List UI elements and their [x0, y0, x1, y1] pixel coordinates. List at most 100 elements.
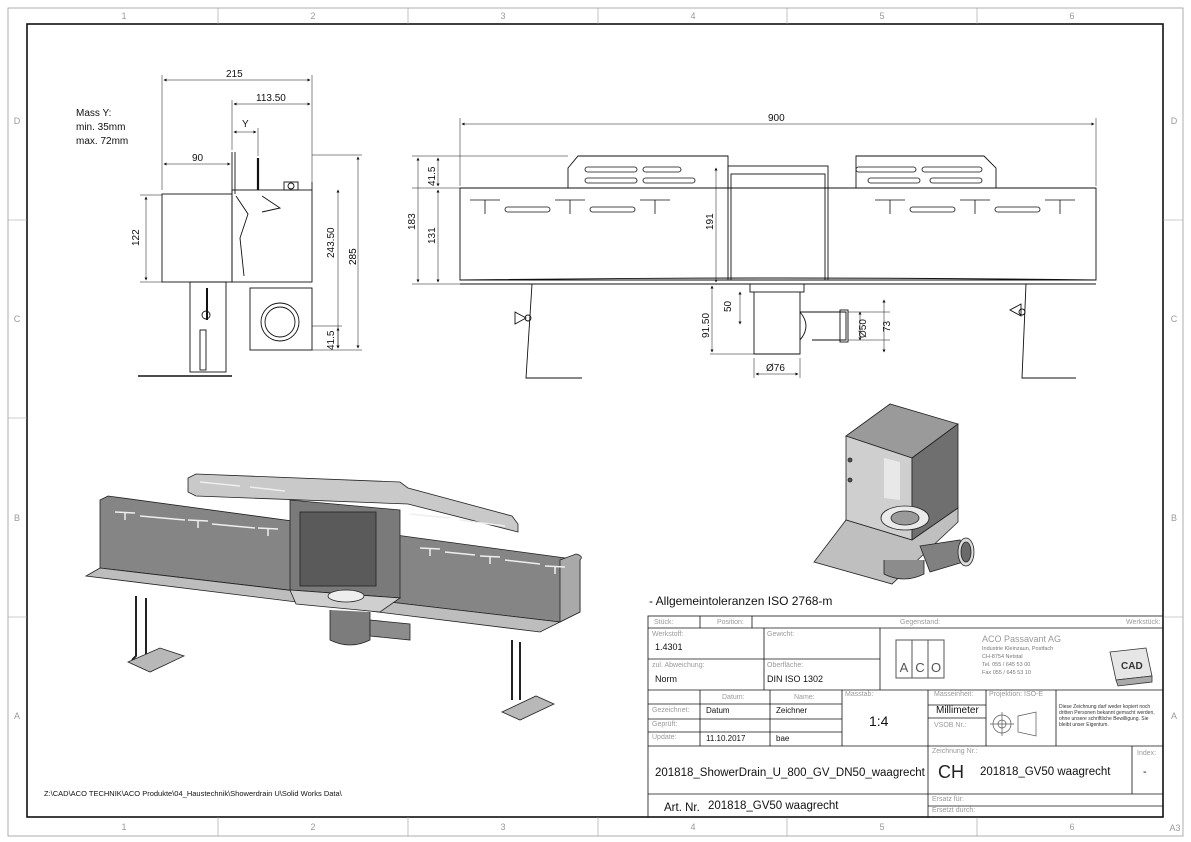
dim-41-5-front: 41.5	[427, 166, 438, 186]
gezeichnet-label: Gezeichnet:	[652, 707, 690, 714]
massstab-value: 1:4	[869, 713, 889, 729]
massstab-label: Masstab:	[845, 691, 874, 698]
werkstoff-value: 1.4301	[655, 642, 683, 652]
copyright-notice: Diese Zeichnung darf weder kopiert noch …	[1059, 704, 1155, 728]
art-value: 201818_GV50 waagrecht	[708, 800, 839, 812]
zone-col-1-bottom: 1	[121, 822, 126, 832]
werkstueck-label: Werkstück:	[1126, 619, 1161, 626]
update-label: Update:	[652, 734, 677, 741]
gezeichnet-datum: Datum	[706, 706, 730, 715]
zone-col-4: 4	[690, 11, 695, 21]
tolerance-note: - Allgemeintoleranzen ISO 2768-m	[649, 594, 833, 608]
dim-122: 122	[131, 229, 142, 246]
logo-letter-o: O	[931, 660, 941, 675]
company-line-3: Tel. 055 / 645 53 00	[982, 662, 1031, 668]
zone-col-2: 2	[310, 11, 315, 21]
country-code: CH	[938, 762, 964, 782]
dim-900: 900	[768, 113, 785, 124]
zone-row-d: D	[14, 116, 21, 126]
zone-col-3: 3	[500, 11, 505, 21]
cad-badge-label: CAD	[1121, 661, 1143, 672]
zone-row-d-right: D	[1171, 116, 1178, 126]
company-line-1: Industrie Kleinzaun, Postfach	[982, 646, 1054, 652]
side-view-dimensions	[140, 75, 362, 351]
zone-row-b-right: B	[1171, 513, 1177, 523]
sheet-size-label: A3	[1169, 823, 1180, 833]
gezeichnet-name: Zeichner	[776, 706, 808, 715]
zone-row-c: C	[14, 314, 21, 324]
geprueft-label: Geprüft:	[652, 721, 678, 728]
zeichnung-label: Zeichnung Nr.:	[932, 748, 978, 755]
dim-41-5-side: 41.5	[326, 330, 337, 350]
zone-col-1: 1	[121, 11, 126, 21]
dim-d50: Ø50	[858, 319, 869, 338]
index-value: -	[1143, 766, 1147, 778]
title-block-grid	[647, 615, 1164, 818]
dim-y: Y	[242, 119, 249, 130]
zone-col-4-bottom: 4	[690, 822, 695, 832]
mass-note-line-3: max. 72mm	[76, 136, 128, 147]
front-view-dimensions	[412, 118, 1097, 378]
projection-label: Projektion: ISO-E	[989, 691, 1044, 698]
vsb-label: VSOB Nr.:	[934, 722, 967, 729]
outer-frame	[7, 7, 1184, 837]
dim-191: 191	[705, 213, 716, 230]
oberflaeche-label: Oberfläche:	[767, 662, 804, 669]
zone-col-5-bottom: 5	[879, 822, 884, 832]
zone-col-5: 5	[879, 11, 884, 21]
dim-131: 131	[427, 227, 438, 244]
gewicht-label: Gewicht:	[767, 631, 795, 638]
dim-91-50: 91.50	[701, 313, 712, 338]
mass-note-line-2: min. 35mm	[76, 122, 125, 133]
company-name: ACO Passavant AG	[982, 634, 1062, 644]
cad-badge-icon	[1109, 647, 1153, 687]
drawing-title: 201818_ShowerDrain_U_800_GV_DN50_waagrec…	[655, 767, 925, 779]
projection-symbol-icon	[990, 711, 1037, 737]
datum-label: Datum:	[722, 694, 745, 701]
zone-row-a: A	[14, 711, 20, 721]
logo-letter-a: A	[900, 660, 909, 675]
werkstoff-label: Werkstoff:	[652, 631, 684, 638]
zone-row-b: B	[14, 513, 20, 523]
stueck-label: Stück:	[654, 619, 674, 626]
side-view	[138, 152, 313, 377]
aco-logo	[895, 639, 945, 679]
dim-73: 73	[882, 320, 893, 332]
company-line-2: CH-8754 Netstal	[982, 654, 1023, 660]
zone-row-a-right: A	[1171, 711, 1177, 721]
name-label: Name:	[794, 694, 815, 701]
update-name: bae	[776, 734, 790, 743]
zone-col-3-bottom: 3	[500, 822, 505, 832]
company-line-4: Fax 055 / 645 53 10	[982, 670, 1031, 676]
dim-d76: Ø76	[766, 363, 785, 374]
dim-285-text: 285	[348, 248, 359, 265]
ersatz-fuer-label: Ersatz für:	[932, 796, 964, 803]
file-path: Z:\CAD\ACO TECHNIK\ACO Produkte\04_Haust…	[44, 789, 342, 798]
dim-183: 183	[407, 213, 418, 230]
zone-row-c-right: C	[1171, 314, 1178, 324]
logo-letter-c: C	[915, 660, 924, 675]
dim-243-50: 243.50	[326, 227, 337, 258]
update-datum: 11.10.2017	[706, 734, 746, 743]
dim-215: 215	[226, 69, 243, 80]
front-view	[459, 155, 1097, 379]
index-label: Index:	[1137, 750, 1157, 757]
isometric-view-outlet-box	[813, 403, 975, 585]
art-label: Art. Nr.	[664, 802, 700, 814]
ersetzt-durch-label: Ersetzt durch:	[932, 807, 976, 814]
inner-frame	[26, 23, 1164, 818]
dim-50: 50	[723, 300, 734, 312]
zone-col-6: 6	[1069, 11, 1074, 21]
abweichung-label: zul. Abweichung:	[652, 662, 705, 669]
masseinheit-value: Millimeter	[936, 705, 979, 716]
oberflaeche-value: DIN ISO 1302	[767, 674, 824, 684]
dim-113-50: 113.50	[256, 93, 286, 104]
dim-90: 90	[192, 153, 204, 164]
zone-col-6-bottom: 6	[1069, 822, 1074, 832]
masseinheit-label: Masseinheit:	[934, 691, 974, 698]
abweichung-value: Norm	[655, 674, 677, 684]
zone-col-2-bottom: 2	[310, 822, 315, 832]
gegenstand-label: Gegenstand:	[900, 619, 941, 626]
isometric-view-channel	[84, 473, 582, 721]
